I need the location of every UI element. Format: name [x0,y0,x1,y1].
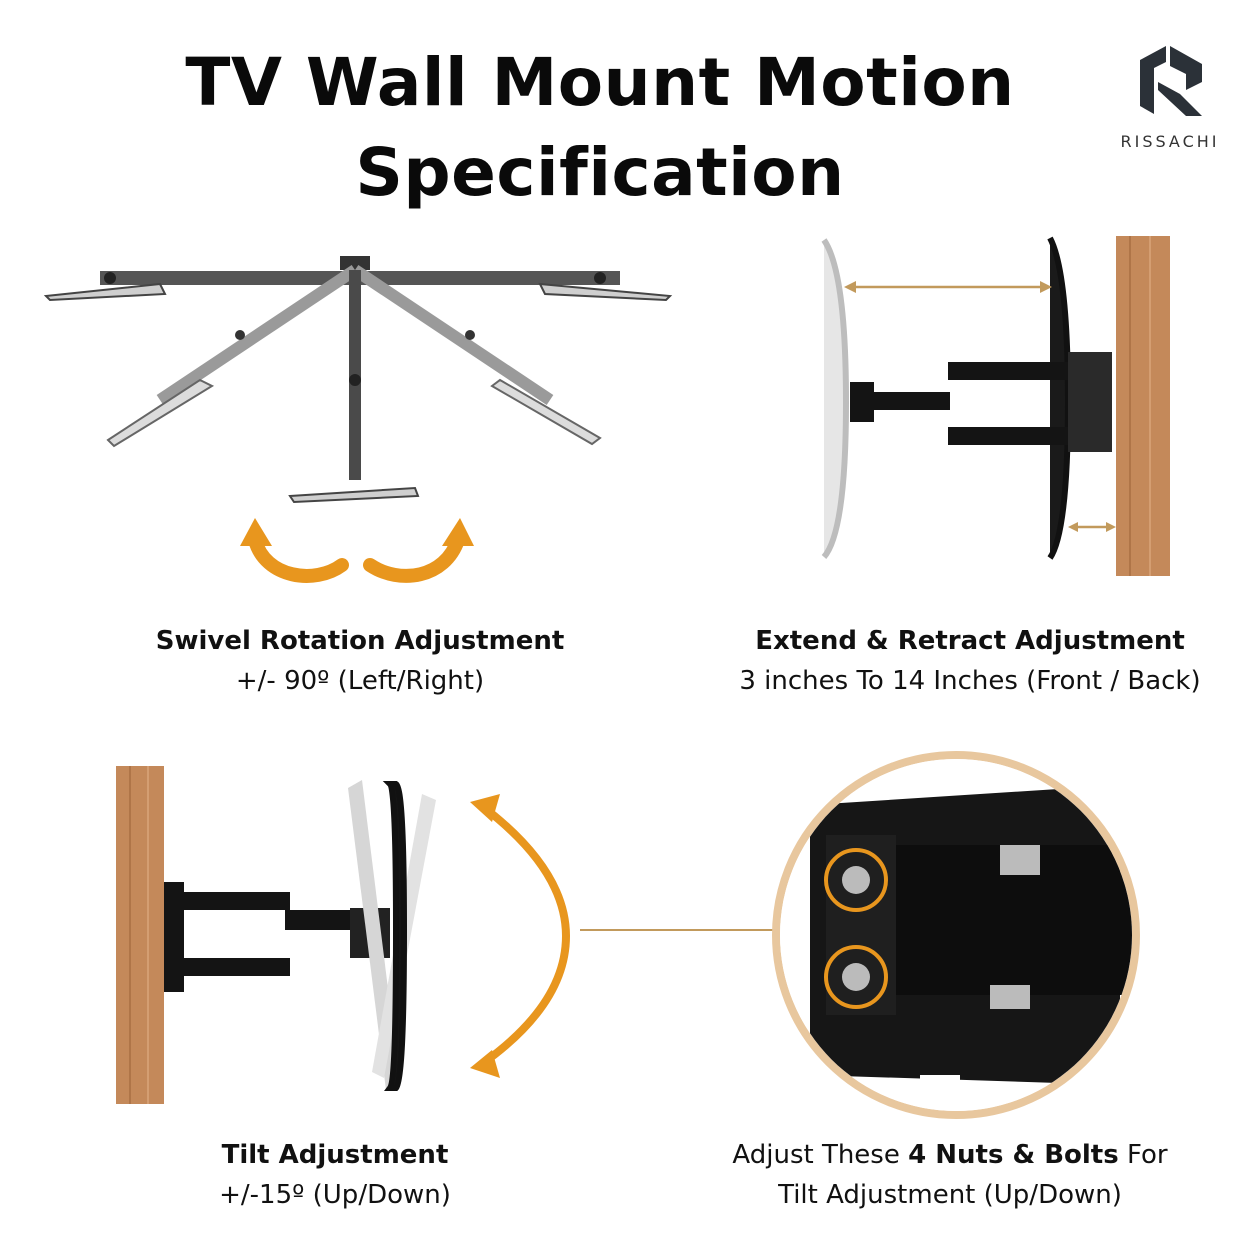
page-title: TV Wall Mount Motion Specification [0,38,1200,218]
swivel-caption: Swivel Rotation Adjustment +/- 90º (Left… [60,621,660,701]
tilt-detail: +/-15º (Up/Down) [219,1180,451,1210]
extend-caption: Extend & Retract Adjustment 3 inches To … [690,621,1250,701]
bolts-caption: Adjust These 4 Nuts & Bolts For Tilt Adj… [680,1135,1220,1215]
title-line-1: TV Wall Mount Motion [185,44,1015,121]
extend-detail: 3 inches To 14 Inches (Front / Back) [739,666,1201,696]
extend-illustration [821,236,1170,576]
brand-name: RISSACHI [1120,132,1220,151]
bolts-line-1: Adjust These 4 Nuts & Bolts For [680,1135,1220,1175]
swivel-detail: +/- 90º (Left/Right) [235,666,485,696]
bolts-closeup-illustration [580,751,1140,1119]
bolts-prefix: Adjust These [732,1140,909,1170]
extend-heading: Extend & Retract Adjustment [755,626,1185,656]
swivel-illustration [43,256,673,583]
rissachi-logo-icon [1140,46,1202,116]
bolts-bold: 4 Nuts & Bolts [908,1140,1119,1170]
tilt-heading: Tilt Adjustment [221,1140,449,1170]
bolts-line-2: Tilt Adjustment (Up/Down) [778,1180,1122,1210]
tilt-illustration [116,766,571,1104]
swivel-heading: Swivel Rotation Adjustment [155,626,565,656]
tilt-caption: Tilt Adjustment +/-15º (Up/Down) [90,1135,580,1215]
bolts-suffix: For [1118,1140,1168,1170]
title-line-2: Specification [355,134,845,211]
